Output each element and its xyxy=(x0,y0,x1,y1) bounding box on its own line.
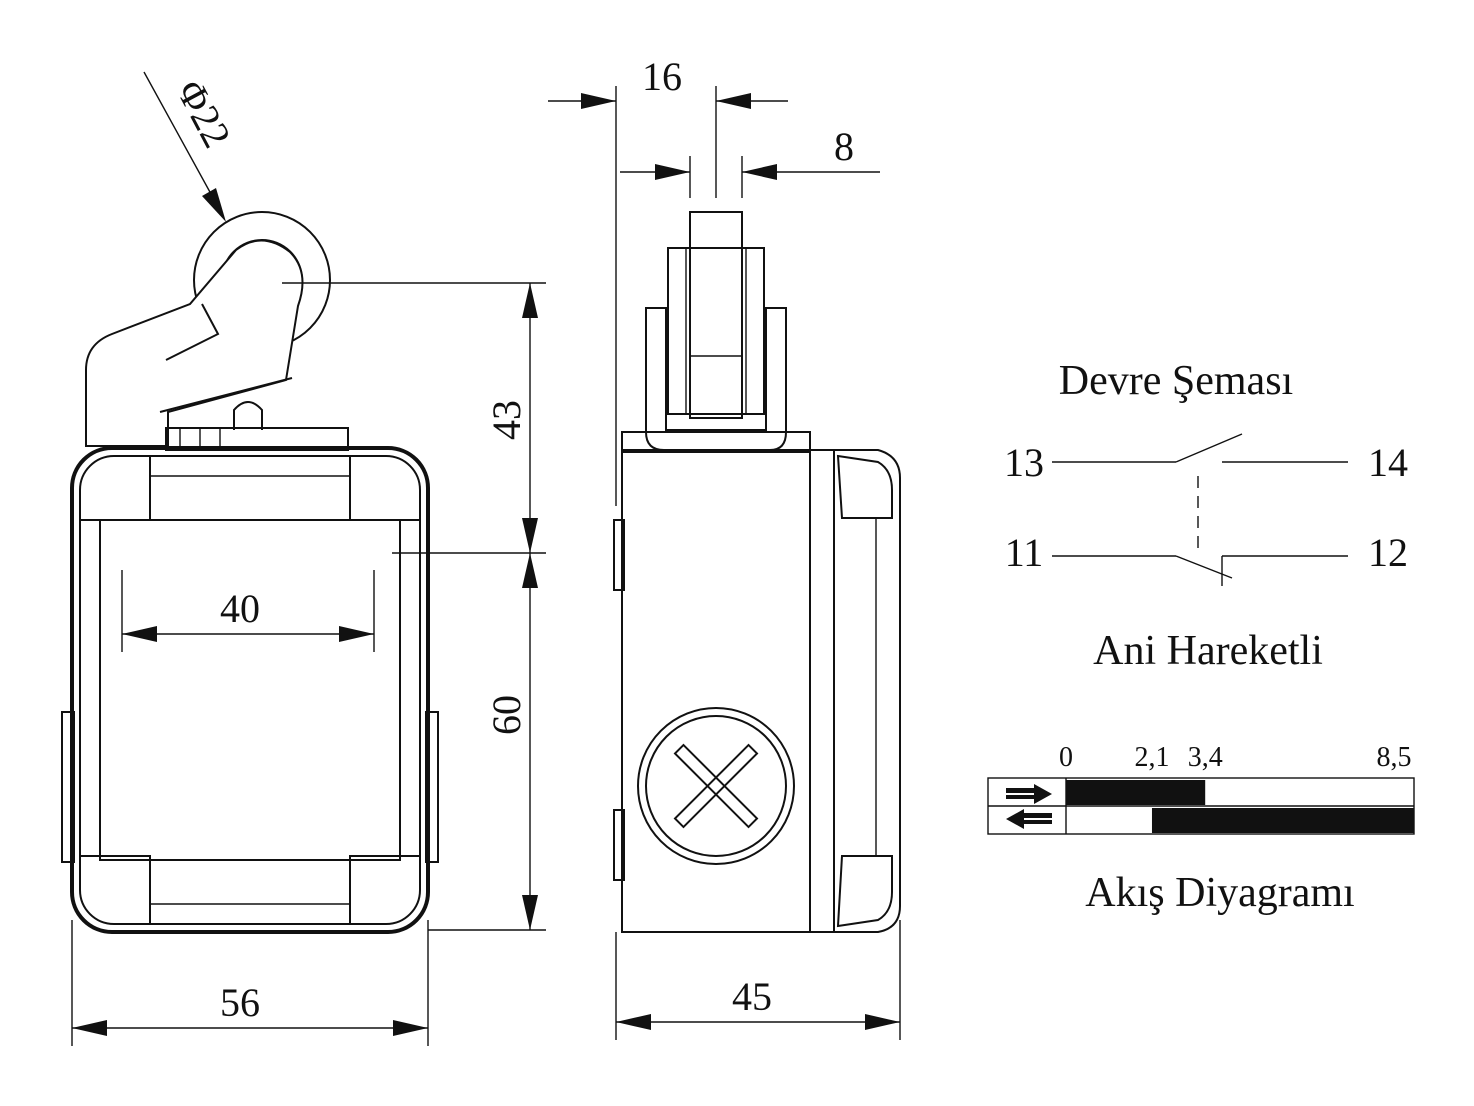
front-view: 43 60 40 56 Φ22 xyxy=(61,71,546,1046)
arrowhead xyxy=(742,164,777,180)
body-panel xyxy=(99,519,401,861)
screw-cross-icon xyxy=(673,743,759,829)
side-tab xyxy=(613,809,625,881)
arrowhead xyxy=(616,1014,651,1030)
travel-title: Akış Diyagramı xyxy=(1085,870,1354,916)
lever-edge xyxy=(159,377,293,413)
cable-gland xyxy=(637,707,795,865)
leader-line xyxy=(143,71,223,215)
fork xyxy=(667,247,765,415)
arrowhead xyxy=(655,164,690,180)
corner-bracket xyxy=(349,855,420,924)
lever-fold xyxy=(165,303,220,361)
dim-height-upper: 43 xyxy=(484,400,529,440)
dim-roller-diameter: Φ22 xyxy=(168,73,240,155)
side-view: 16 8 45 xyxy=(548,54,901,1040)
dim-offset-width: 16 xyxy=(642,54,682,99)
return-arrow-icon xyxy=(1006,809,1052,829)
switch-body-side xyxy=(621,449,811,933)
travel-tick-label: 8,5 xyxy=(1377,742,1412,773)
travel-bar-return xyxy=(1151,808,1414,833)
terminal-12: 12 xyxy=(1368,530,1408,575)
travel-tick-label: 3,4 xyxy=(1188,742,1223,773)
dim-inner-width: 40 xyxy=(220,586,260,631)
plunger xyxy=(233,401,263,430)
dim-roller-width: 8 xyxy=(834,124,854,169)
side-tab xyxy=(61,711,75,863)
terminal-14: 14 xyxy=(1368,440,1408,485)
terminal-11: 11 xyxy=(1005,530,1044,575)
switch-body xyxy=(70,446,430,934)
dim-overall-depth: 45 xyxy=(732,974,772,1019)
side-tab xyxy=(425,711,439,863)
travel-tick-label: 2,1 xyxy=(1134,742,1169,773)
arrowhead xyxy=(122,626,157,642)
travel-ticks: 0 2,1 3,4 8,5 xyxy=(1059,742,1412,773)
no-contact-blade xyxy=(1175,433,1243,463)
arrowhead xyxy=(393,1020,428,1036)
corner-bracket xyxy=(349,456,420,521)
arrowhead xyxy=(339,626,374,642)
roller-side xyxy=(689,211,743,419)
travel-tick-label: 0 xyxy=(1059,742,1073,773)
arrowhead xyxy=(581,93,616,109)
head-plate-side xyxy=(621,431,811,453)
cover-side xyxy=(834,449,901,933)
arrowhead xyxy=(716,93,751,109)
dim-height-lower: 60 xyxy=(484,695,529,735)
arrowhead xyxy=(522,553,538,588)
cable-gland-inner xyxy=(645,715,787,857)
cover-edge xyxy=(809,449,835,933)
action-label: Ani Hareketli xyxy=(1093,628,1323,674)
body-inner-rim xyxy=(79,455,421,925)
arrowhead xyxy=(865,1014,900,1030)
arrowhead xyxy=(522,283,538,318)
circuit-title: Devre Şeması xyxy=(1059,358,1293,404)
travel-bars xyxy=(1066,780,1414,833)
arrowhead xyxy=(522,895,538,930)
nc-contact-blade xyxy=(1175,555,1233,579)
arrowhead xyxy=(522,518,538,553)
corner-bracket xyxy=(80,456,151,521)
side-tab xyxy=(613,519,625,591)
lever-arm xyxy=(85,239,304,447)
cover-corner xyxy=(836,454,893,519)
terminal-13: 13 xyxy=(1004,440,1044,485)
lever-bracket xyxy=(645,307,787,451)
forward-arrow-icon xyxy=(1006,784,1052,804)
cover-corner xyxy=(836,855,893,928)
travel-bar-forward xyxy=(1066,780,1206,805)
circuit-diagram: Devre Şeması 13 14 11 12 Ani Hareketli xyxy=(1004,358,1408,674)
travel-diagram: 0 2,1 3,4 8,5 Akış Diyagramı xyxy=(987,742,1415,916)
arrowhead xyxy=(72,1020,107,1036)
dim-overall-width: 56 xyxy=(220,980,260,1025)
arrowhead xyxy=(202,188,226,222)
corner-bracket xyxy=(80,855,151,924)
